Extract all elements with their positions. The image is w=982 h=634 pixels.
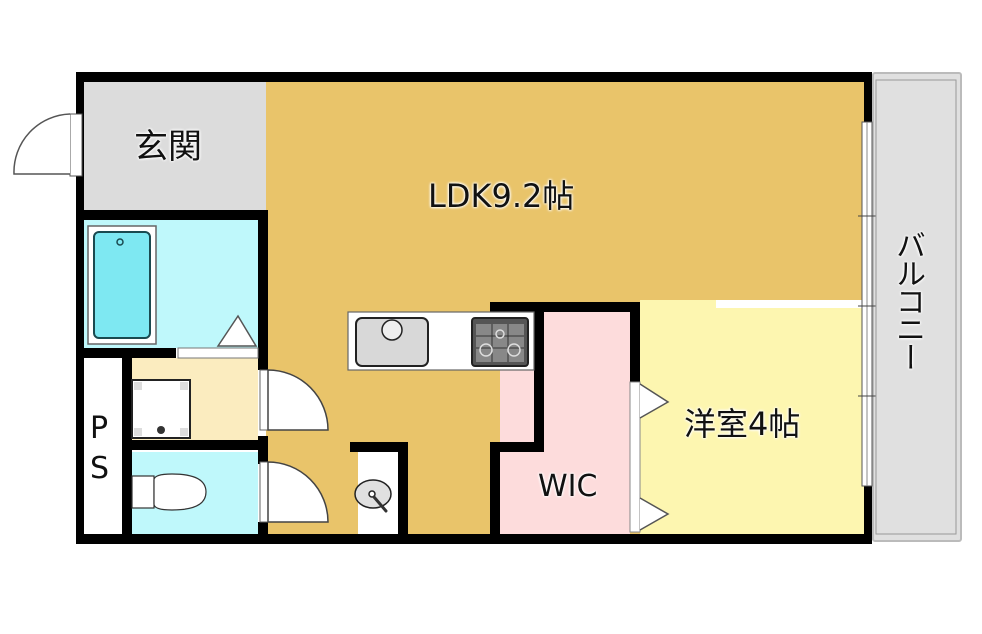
kitchen-sink-icon	[355, 317, 429, 367]
washing-machine-pan-icon	[131, 379, 191, 439]
wall-left	[76, 72, 84, 544]
balcony	[872, 72, 962, 542]
wic-folding-door-icon	[629, 381, 670, 533]
wic-upper-fill	[544, 312, 630, 452]
genkan-label: 玄関	[134, 127, 202, 167]
wall-bath-ldk	[258, 210, 268, 370]
wall-bottom	[76, 534, 872, 544]
toilet-door-icon	[259, 461, 329, 523]
wall-right-bottom	[864, 486, 872, 544]
wash-basin-icon	[354, 479, 392, 513]
wic-label: WIC	[538, 469, 598, 504]
wall-genkan-bath	[76, 210, 268, 220]
ps-label-s: S	[90, 451, 110, 486]
washroom-door-icon	[259, 369, 329, 431]
wall-wic-left	[490, 442, 500, 538]
entrance-door-icon	[13, 113, 83, 177]
wall-wash-toilet	[122, 440, 266, 450]
ps-label-p: P	[90, 411, 109, 446]
wall-basin-top	[350, 442, 408, 452]
wall-right-top	[864, 72, 872, 122]
wall-toilet-ldk-bottom	[258, 522, 268, 536]
wall-wic-step	[490, 442, 544, 452]
wall-wash-ldk	[258, 436, 268, 464]
ps-space	[84, 358, 122, 534]
western-room	[640, 300, 864, 537]
bath-door-icon	[177, 314, 259, 359]
ldk-label: LDK9.2帖	[428, 177, 575, 215]
toilet-icon	[131, 473, 207, 511]
wall-top	[76, 72, 872, 82]
gas-stove-icon	[471, 317, 529, 367]
wall-basin-right	[398, 442, 408, 538]
western-room-opening	[716, 300, 864, 308]
balcony-window-icon	[858, 121, 876, 487]
wall-wic-top	[490, 302, 640, 312]
balcony-label: バルコニー	[890, 230, 925, 370]
western-room-label: 洋室4帖	[684, 405, 801, 443]
wall-wic-inner-vert	[534, 302, 544, 452]
balcony-rail	[875, 79, 957, 535]
wall-wic-right	[630, 302, 640, 382]
bathtub-icon	[87, 225, 157, 345]
genkan-room	[84, 82, 266, 210]
